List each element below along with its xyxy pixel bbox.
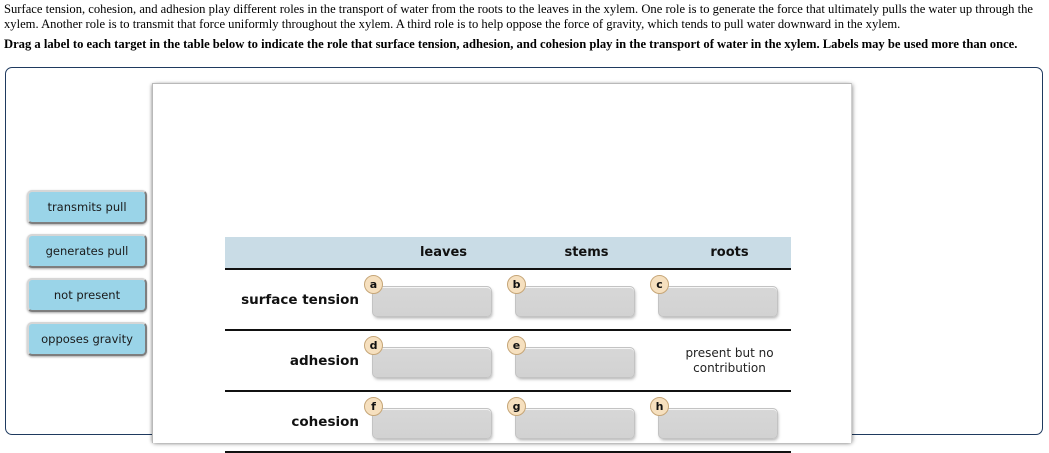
matrix-row-label: surface tension [241, 291, 359, 308]
drag-label-opposes-gravity[interactable]: opposes gravity [27, 322, 147, 356]
prompt-area: Surface tension, cohesion, and adhesion … [0, 0, 1049, 52]
matrix-column-header-stems: stems [564, 245, 609, 260]
drop-target-e[interactable] [515, 347, 635, 378]
drag-label-text: opposes gravity [41, 332, 133, 346]
target-badge-a: a [364, 275, 383, 294]
drag-label-text: not present [53, 288, 121, 302]
drop-target-d[interactable] [372, 347, 492, 378]
matrix-header-row: leaves stems roots [225, 237, 791, 268]
target-badge-b: b [507, 275, 526, 294]
matrix-row-label: cohesion [291, 413, 359, 430]
drag-label-generates-pull[interactable]: generates pull [27, 234, 147, 268]
matrix-column-header-leaves: leaves [419, 245, 468, 260]
drag-label-transmits-pull[interactable]: transmits pull [27, 190, 147, 224]
matrix-row-adhesion: adhesion d e present but no contribution [225, 329, 791, 390]
matrix-column-header-roots: roots [710, 245, 749, 260]
drop-target-c[interactable] [658, 286, 778, 317]
matrix-cell-surface-tension-leaves: a [364, 270, 515, 329]
label-bank: transmits pull generates pull not presen… [27, 190, 147, 366]
target-badge-g: g [507, 397, 526, 416]
drop-target-b[interactable] [515, 286, 635, 317]
matrix-cell-adhesion-roots-text: present but no contribution [685, 345, 774, 375]
target-badge-d: d [364, 336, 383, 355]
matrix-cell-adhesion-leaves: d [364, 331, 515, 390]
activity-panel: transmits pull generates pull not presen… [5, 67, 1043, 453]
matrix-cell-cohesion-stems: g [507, 392, 658, 451]
matrix-row-surface-tension: surface tension a b c [225, 268, 791, 329]
drag-label-not-present[interactable]: not present [27, 278, 147, 312]
drag-label-text: generates pull [45, 244, 129, 258]
prompt-intro-text: Surface tension, cohesion, and adhesion … [4, 2, 1033, 32]
target-badge-h: h [650, 397, 669, 416]
drop-target-f[interactable] [372, 408, 492, 439]
target-badge-f: f [364, 397, 383, 416]
matrix-cell-surface-tension-roots: c [650, 270, 801, 329]
matrix-cell-surface-tension-stems: b [507, 270, 658, 329]
prompt-instruction-text: Drag a label to each target in the table… [4, 36, 1018, 51]
matrix-cell-cohesion-leaves: f [364, 392, 515, 451]
drag-label-text: transmits pull [47, 200, 127, 214]
matrix-row-cohesion: cohesion f g h [225, 390, 791, 451]
matrix-cell-cohesion-roots: h [650, 392, 801, 451]
drop-target-h[interactable] [658, 408, 778, 439]
drop-target-g[interactable] [515, 408, 635, 439]
target-badge-c: c [650, 275, 669, 294]
matrix-cell-adhesion-stems: e [507, 331, 658, 390]
matrix-table: leaves stems roots surface tension a b c… [225, 237, 791, 453]
drop-target-a[interactable] [372, 286, 492, 317]
target-badge-e: e [507, 336, 526, 355]
matrix-row-label: adhesion [289, 352, 359, 369]
